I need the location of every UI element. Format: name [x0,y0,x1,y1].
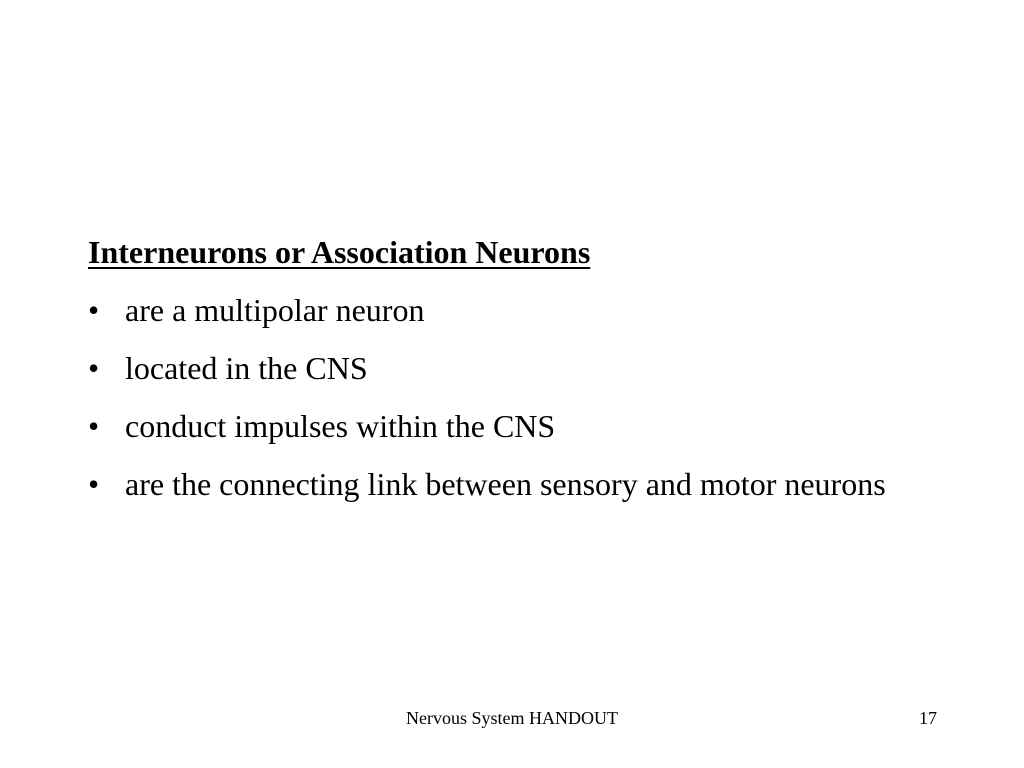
bullet-text: conduct impulses within the CNS [125,408,556,444]
bullet-item: • conduct impulses within the CNS [88,402,968,450]
bullet-icon: • [88,408,100,444]
slide-content: Interneurons or Association Neurons • ar… [88,228,968,518]
bullet-item: • are the connecting link between sensor… [88,460,968,508]
bullet-text: are a multipolar neuron [125,292,425,328]
slide-heading: Interneurons or Association Neurons [88,234,591,270]
bullet-item: • located in the CNS [88,344,968,392]
page-number: 17 [919,708,937,728]
bullet-icon: • [88,466,100,502]
bullet-icon: • [88,292,100,328]
bullet-item: • are a multipolar neuron [88,286,968,334]
bullet-icon: • [88,350,100,386]
bullet-text: located in the CNS [125,350,368,386]
footer-title: Nervous System HANDOUT [406,708,618,728]
bullet-list: • are a multipolar neuron • located in t… [88,286,968,508]
bullet-text: are the connecting link between sensory … [125,466,886,502]
